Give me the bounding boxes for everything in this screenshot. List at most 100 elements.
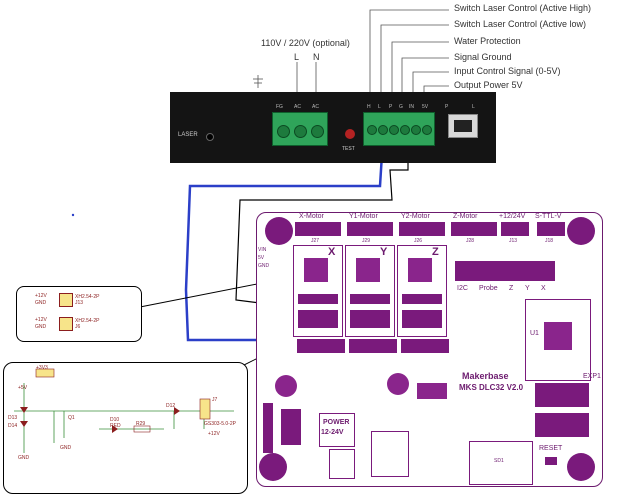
driver-header-row: [349, 339, 397, 353]
sig-label-5v: 5V: [422, 104, 429, 110]
label-3v3: +3V3: [36, 365, 48, 371]
label-d10: D10: [110, 417, 120, 423]
probe-label: Probe: [479, 285, 498, 292]
callout-active-low: Switch Laser Control (Active low): [454, 19, 587, 29]
regulator-chip: [417, 383, 447, 399]
ref-j13: J13: [509, 238, 518, 244]
screw: [422, 125, 432, 135]
blue-wire: [184, 137, 385, 342]
y1-motor-connector: [347, 222, 393, 236]
sch1-part: XH2.54-2P: [75, 294, 100, 300]
sd-card-slot: SD1: [469, 441, 533, 485]
label-red: RED: [110, 423, 121, 429]
callout-active-high: Switch Laser Control (Active High): [454, 3, 592, 13]
model-label: MKS DLC32 V2.0: [459, 383, 524, 392]
exp-label: EXP1: [583, 373, 601, 380]
label-d13: D13: [8, 415, 18, 421]
dip-switch: [298, 310, 338, 328]
screw: [311, 125, 324, 138]
ref-j18: J18: [545, 238, 554, 244]
brand-label: Makerbase: [462, 371, 509, 381]
callout-output-power: Output Power 5V: [454, 80, 523, 90]
sig-label-in: IN: [409, 104, 414, 110]
driver-chip: [304, 258, 328, 282]
label-r29: R29: [136, 421, 146, 427]
laser-driver-schematic: +3V3 +5V D13 D14 GND Q1 D10 RED R29 D12 …: [3, 362, 248, 494]
y-driver-slot: Y: [345, 245, 395, 337]
screw: [411, 125, 421, 135]
driver-header-row: [297, 339, 345, 353]
i2c-label: I2C: [457, 285, 468, 292]
schematic-lines: [14, 368, 234, 453]
sch2-pin-12v: +12V: [35, 317, 47, 323]
motor-label-z: Z-Motor: [453, 213, 478, 220]
esp32-module: U1: [525, 299, 591, 381]
z-driver-slot: Z: [397, 245, 447, 337]
dip-switch: [350, 310, 390, 328]
motor-label-ttl: S-TTL-V: [535, 213, 562, 220]
motor-label-y1: Y1-Motor: [349, 213, 378, 220]
laser-jack: [206, 133, 214, 141]
power-out-connector: [501, 222, 529, 236]
callout-lines: [253, 9, 449, 100]
test-button[interactable]: [345, 129, 355, 139]
label-q1: Q1: [68, 415, 75, 421]
power-connector-schematic: +12V GND XH2.54-2P J13 +12V GND XH2.54-2…: [16, 286, 142, 342]
connector-symbol: [59, 293, 73, 307]
sch2-pin-gnd: GND: [35, 324, 47, 330]
driver-header-row: [401, 339, 449, 353]
reset-button[interactable]: [545, 457, 557, 465]
pin-vin: VIN: [258, 247, 267, 253]
terminal-label-ac2: AC: [312, 104, 319, 110]
dip-switch: [402, 310, 442, 328]
sch2-ref: J6: [75, 324, 81, 330]
mount-hole: [259, 453, 287, 481]
sch2-part: XH2.54-2P: [75, 318, 100, 324]
port-label-l: L: [472, 104, 475, 110]
callout-water-protection: Water Protection: [454, 36, 521, 46]
label-gnd: GND: [18, 455, 30, 461]
laser-label: LASER: [178, 132, 198, 138]
sch1-pin-gnd: GND: [35, 300, 47, 306]
mks-dlc32-board: X-Motor Y1-Motor Y2-Motor Z-Motor +12/24…: [256, 212, 603, 487]
connector-symbol: [59, 317, 73, 331]
exp1-connector: [535, 383, 589, 407]
left-header: [263, 403, 273, 453]
sig-label-h: H: [367, 104, 371, 110]
motor-label-power: +12/24V: [499, 213, 526, 220]
callout-input-control: Input Control Signal (0-5V): [454, 66, 561, 76]
screw: [378, 125, 388, 135]
mount-hole: [567, 453, 595, 481]
label-j7: J7: [212, 397, 218, 403]
capacitor: [387, 373, 409, 395]
label-12v: +12V: [208, 431, 220, 437]
motor-label-y2: Y2-Motor: [401, 213, 430, 220]
label-5v: +5V: [18, 385, 28, 391]
label-d14: D14: [8, 423, 18, 429]
port-label-p: P: [445, 104, 449, 110]
box1-leader: [139, 282, 263, 308]
usb-port: [371, 431, 409, 477]
terminal-label-ac1: AC: [294, 104, 301, 110]
mount-hole: [265, 217, 293, 245]
power-label: POWER: [323, 419, 350, 426]
sch1-ref: J13: [75, 300, 84, 306]
z-motor-connector: [451, 222, 497, 236]
exp2-connector: [535, 413, 589, 437]
endstop-connectors: [455, 261, 555, 281]
dc-jack: [329, 449, 355, 479]
power-voltage: 12-24V: [321, 429, 344, 436]
ref-j28: J28: [466, 238, 475, 244]
capacitor: [275, 375, 297, 397]
label-connector-part: GS303-5.0-2P: [204, 421, 236, 427]
callout-signal-ground: Signal Ground: [454, 52, 512, 62]
ref-j26: J26: [414, 238, 423, 244]
sig-label-l: L: [378, 104, 381, 110]
screw: [389, 125, 399, 135]
left-terminal: [281, 409, 301, 445]
l-label: L: [294, 52, 300, 62]
screw: [294, 125, 307, 138]
x-driver-slot: X: [293, 245, 343, 337]
ref-j29: J29: [362, 238, 371, 244]
